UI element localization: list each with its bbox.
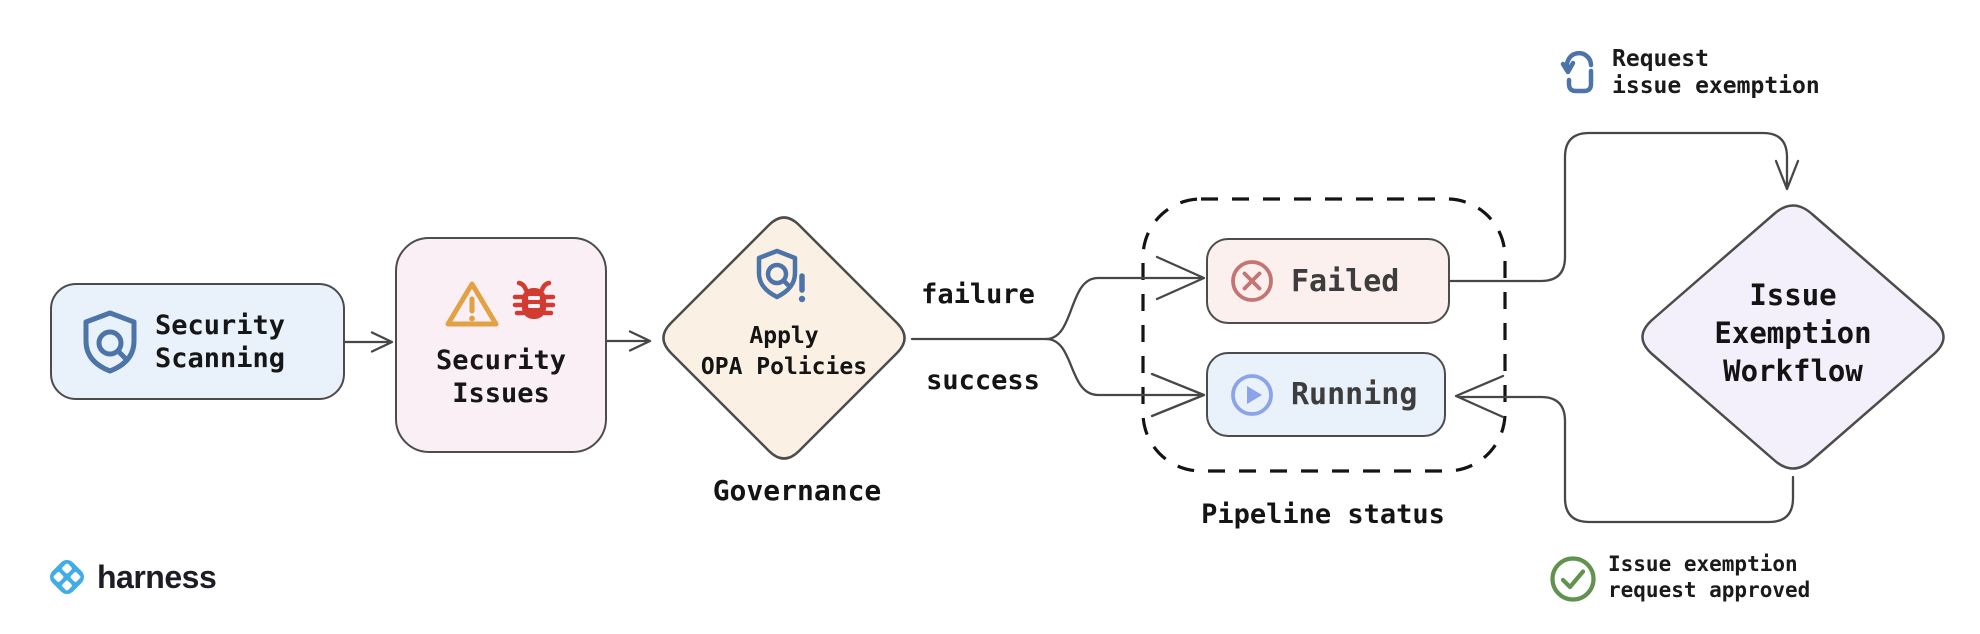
request-exemption-annotation: Request issue exemption <box>1612 46 1820 99</box>
bug-icon <box>512 280 556 319</box>
circle-play-icon <box>1231 373 1273 416</box>
tap-request-icon <box>1560 51 1594 94</box>
node-apply-opa-shape <box>662 216 906 460</box>
circle-x-icon <box>1231 260 1273 302</box>
node-label-security-issues: Security Issues <box>435 345 567 409</box>
node-failed: Failed <box>1206 238 1450 324</box>
shield-alert-icon <box>756 248 806 303</box>
node-issue-exemption-shape <box>1641 204 1945 470</box>
node-label-security-scanning: Security Scanning <box>155 309 286 374</box>
edge-issues-to-opa <box>605 330 652 352</box>
harness-logo: harness <box>44 554 217 600</box>
node-label-running: Running <box>1291 377 1418 412</box>
node-label-issue-exemption-workflow: Issue Exemption Workflow <box>1714 278 1872 388</box>
node-security-issues: Security Issues <box>395 237 607 453</box>
pipeline-status-caption: Pipeline status <box>1201 499 1445 530</box>
request-approved-annotation: Issue exemption request approved <box>1608 552 1811 602</box>
edge-workflow-to-running <box>1454 374 1795 524</box>
pipeline-status-group-outline <box>1141 197 1507 473</box>
edge-scan-to-issues <box>343 331 394 353</box>
shield-scan-icon <box>83 310 137 373</box>
node-running: Running <box>1206 352 1446 437</box>
governance-caption: Governance <box>712 474 882 507</box>
node-label-apply-opa: Apply OPA Policies <box>700 323 868 380</box>
check-circle-icon <box>1550 556 1596 602</box>
node-security-scanning: Security Scanning <box>50 283 345 400</box>
edge-failure-branch <box>1044 255 1206 341</box>
node-label-failed: Failed <box>1291 263 1400 299</box>
harness-logo-icon <box>50 560 84 594</box>
issue-icons <box>445 280 557 328</box>
harness-wordmark: harness <box>97 558 217 595</box>
edge-label-success: success <box>926 365 1040 396</box>
edge-label-failure: failure <box>921 279 1035 310</box>
edge-success-branch <box>1044 337 1206 418</box>
warning-icon <box>445 281 499 327</box>
edge-failed-to-workflow <box>1448 131 1800 283</box>
